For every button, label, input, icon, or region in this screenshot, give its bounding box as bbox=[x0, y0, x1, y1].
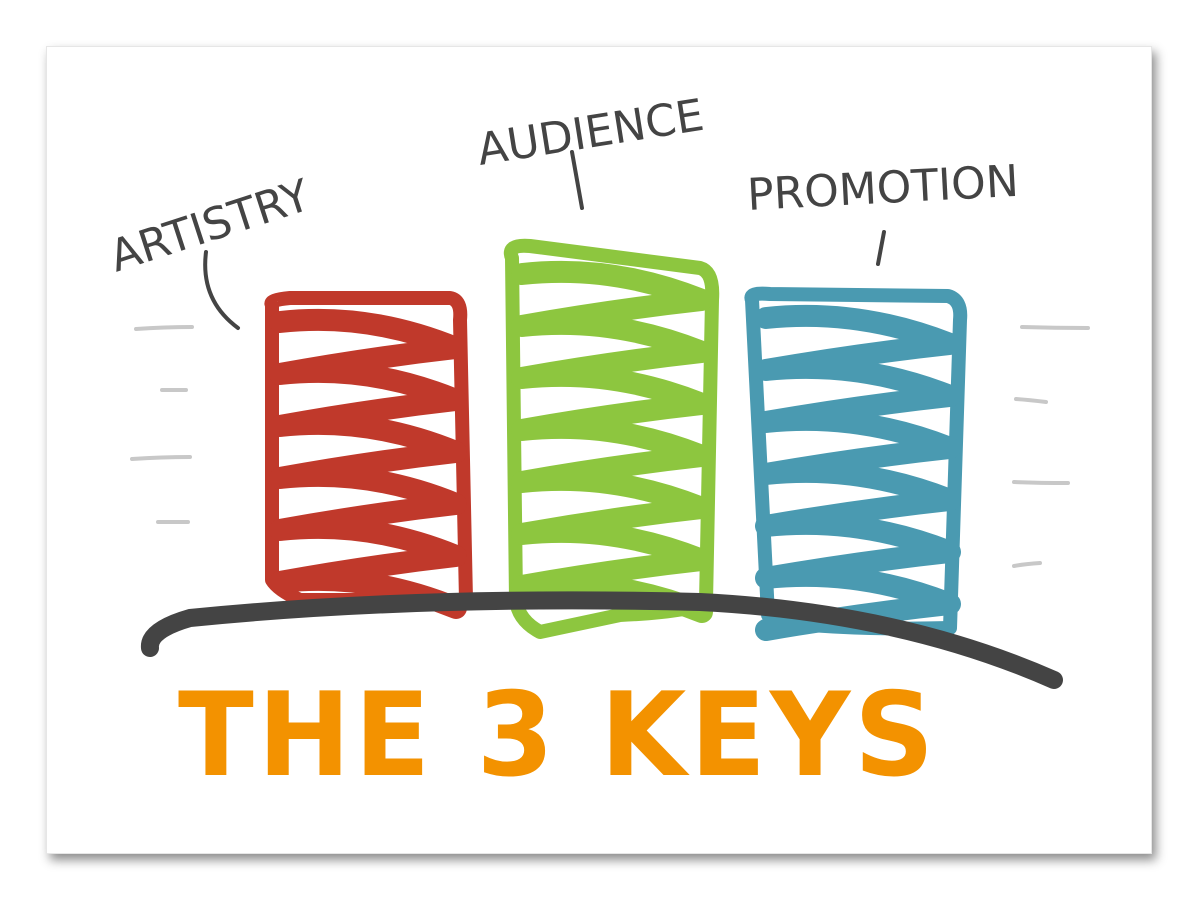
label-audience: AUDIENCE bbox=[474, 90, 708, 210]
pillar-scribbles bbox=[269, 260, 961, 641]
scribble-promotion bbox=[755, 304, 961, 641]
svg-text:PROMOTION: PROMOTION bbox=[746, 156, 1020, 221]
svg-text:AUDIENCE: AUDIENCE bbox=[474, 90, 708, 176]
base-shelf bbox=[141, 591, 1063, 689]
speed-lines-right-icon bbox=[1012, 325, 1090, 568]
svg-text:ARTISTRY: ARTISTRY bbox=[104, 170, 317, 282]
scribble-artistry bbox=[269, 308, 467, 619]
label-promotion: PROMOTION bbox=[746, 156, 1020, 266]
speed-lines-left-icon bbox=[130, 325, 194, 524]
diagram-title: THE 3 KEYS bbox=[178, 668, 938, 803]
scribble-audience bbox=[511, 260, 713, 623]
whiteboard-card bbox=[46, 46, 1152, 854]
